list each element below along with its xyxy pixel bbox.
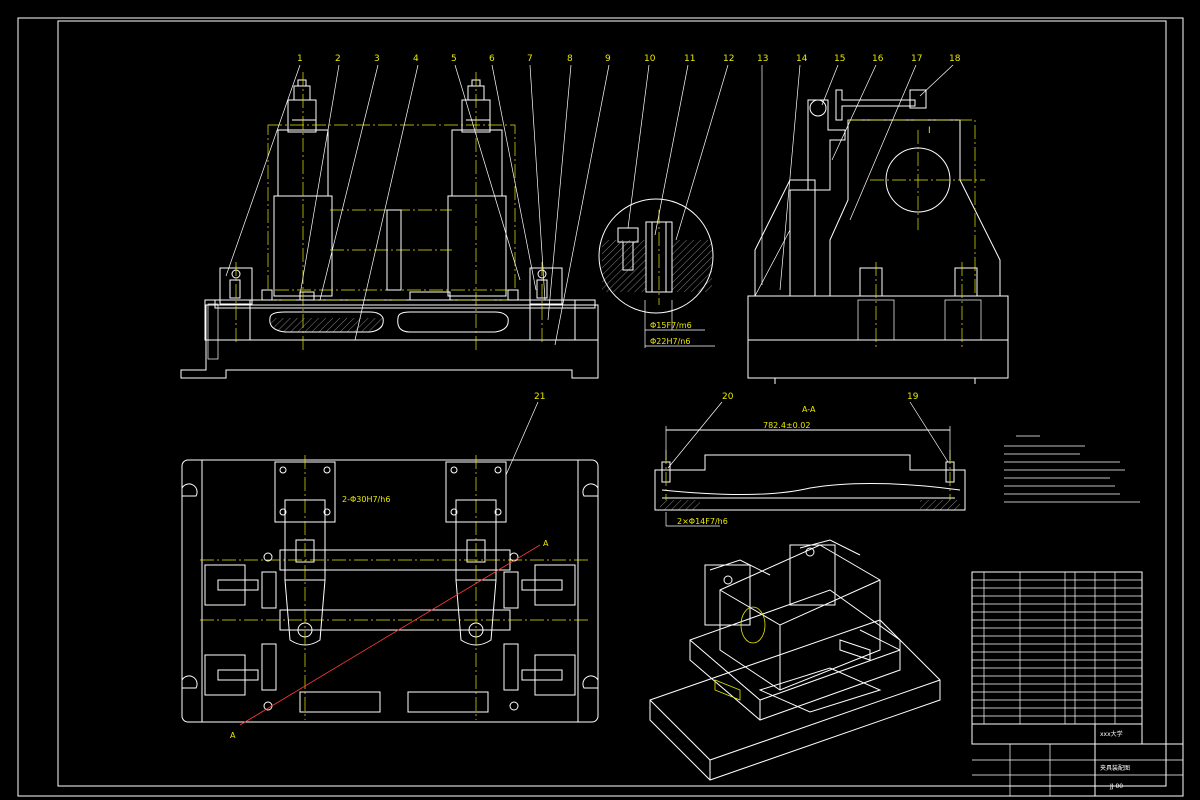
section-a-a bbox=[654, 426, 966, 527]
side-view bbox=[747, 89, 1009, 384]
balloon-18: 18 bbox=[949, 54, 961, 64]
front-view bbox=[180, 72, 599, 379]
balloon-5: 5 bbox=[451, 54, 457, 64]
title-drawing-name: 夹具装配图 bbox=[1100, 764, 1130, 772]
technical-notes bbox=[1004, 435, 1140, 503]
balloon-13: 13 bbox=[757, 54, 768, 64]
dimension-bore-30: 2-Φ30H7/h6 bbox=[342, 495, 390, 504]
isometric-view bbox=[649, 539, 941, 781]
balloon-12: 12 bbox=[723, 54, 734, 64]
section-label: A-A bbox=[802, 405, 816, 414]
dimension-bore-15: Φ15F7/m6 bbox=[650, 321, 692, 330]
balloon-7: 7 bbox=[527, 54, 533, 64]
balloon-16: 16 bbox=[872, 54, 884, 64]
balloon-8: 8 bbox=[567, 54, 573, 64]
balloon-10: 10 bbox=[644, 54, 656, 64]
balloon-1: 1 bbox=[297, 54, 303, 64]
detail-view-i bbox=[598, 198, 715, 348]
cut-mark-a-top: A bbox=[543, 539, 549, 548]
detail-label: I bbox=[928, 126, 931, 136]
outer-border bbox=[17, 17, 1184, 797]
title-block bbox=[971, 571, 1183, 796]
balloon-15: 15 bbox=[834, 54, 845, 64]
balloon-20: 20 bbox=[722, 392, 734, 402]
balloon-14: 14 bbox=[796, 54, 808, 64]
top-view bbox=[181, 455, 599, 726]
balloon-21: 21 bbox=[534, 392, 545, 402]
title-school: xxx大学 bbox=[1100, 730, 1123, 738]
balloon-2: 2 bbox=[335, 54, 341, 64]
balloon-leaders bbox=[225, 64, 954, 476]
inner-border bbox=[57, 20, 1167, 787]
balloon-9: 9 bbox=[605, 54, 611, 64]
balloon-3: 3 bbox=[374, 54, 380, 64]
dimension-bore-14: 2×Φ14F7/h6 bbox=[677, 517, 728, 526]
balloon-6: 6 bbox=[489, 54, 495, 64]
balloon-17: 17 bbox=[911, 54, 922, 64]
title-drawing-no: JJ-00 bbox=[1109, 783, 1123, 790]
dimension-bore-22: Φ22H7/n6 bbox=[650, 337, 690, 346]
cut-mark-a-bottom: A bbox=[230, 731, 236, 740]
dimension-length: 782.4±0.02 bbox=[763, 421, 810, 430]
balloon-19: 19 bbox=[907, 392, 919, 402]
balloon-11: 11 bbox=[684, 54, 695, 64]
balloon-4: 4 bbox=[413, 54, 419, 64]
